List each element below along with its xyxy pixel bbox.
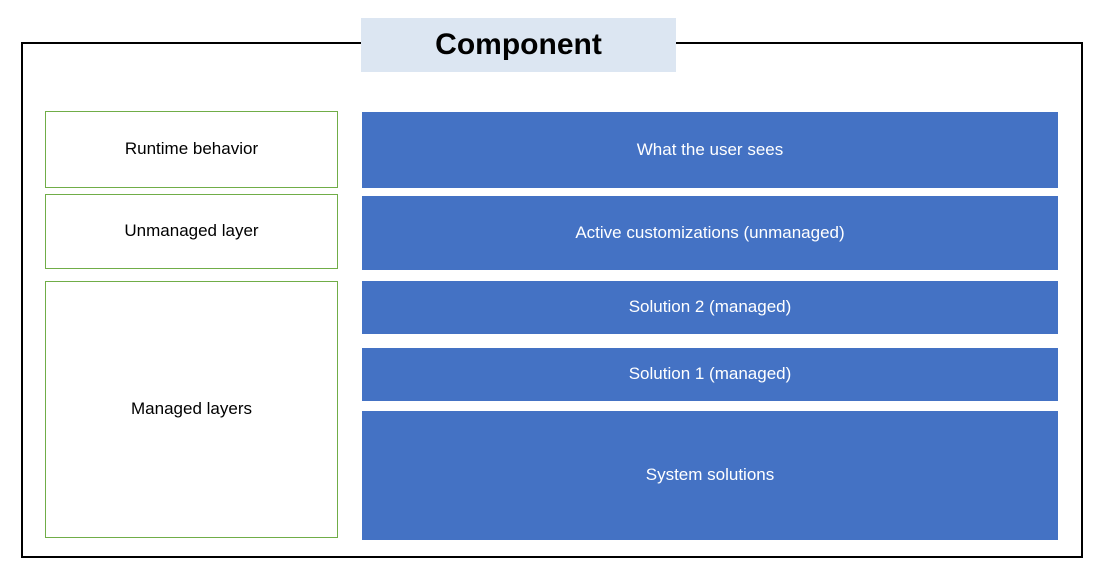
layer-bar-solution-2: Solution 2 (managed) [362, 281, 1058, 334]
label-box-managed-layers: Managed layers [45, 281, 338, 538]
layer-bar-label: What the user sees [636, 139, 784, 159]
label-box-runtime-behavior: Runtime behavior [45, 111, 338, 188]
layer-bar-what-the-user-sees: What the user sees [362, 112, 1058, 188]
layer-bar-label: Solution 1 (managed) [628, 364, 792, 384]
layer-label-column: Runtime behavior Unmanaged layer Managed… [45, 111, 338, 538]
label-box-unmanaged-layer: Unmanaged layer [45, 194, 338, 269]
page-title: Component [435, 28, 602, 61]
label-text-runtime-behavior: Runtime behavior [124, 139, 259, 159]
layer-bar-solution-1: Solution 1 (managed) [362, 348, 1058, 401]
label-text-managed-layers: Managed layers [131, 399, 252, 419]
layer-bar-label: System solutions [645, 465, 775, 485]
layer-bar-system-solutions: System solutions [362, 411, 1058, 540]
layer-bar-label: Solution 2 (managed) [628, 297, 792, 317]
layer-bar-active-customizations: Active customizations (unmanaged) [362, 196, 1058, 270]
solution-layer-stack: What the user sees Active customizations… [362, 112, 1058, 540]
label-text-unmanaged-layer: Unmanaged layer [124, 221, 259, 241]
component-title-plate: Component [361, 18, 676, 72]
layer-bar-label: Active customizations (unmanaged) [575, 222, 845, 242]
